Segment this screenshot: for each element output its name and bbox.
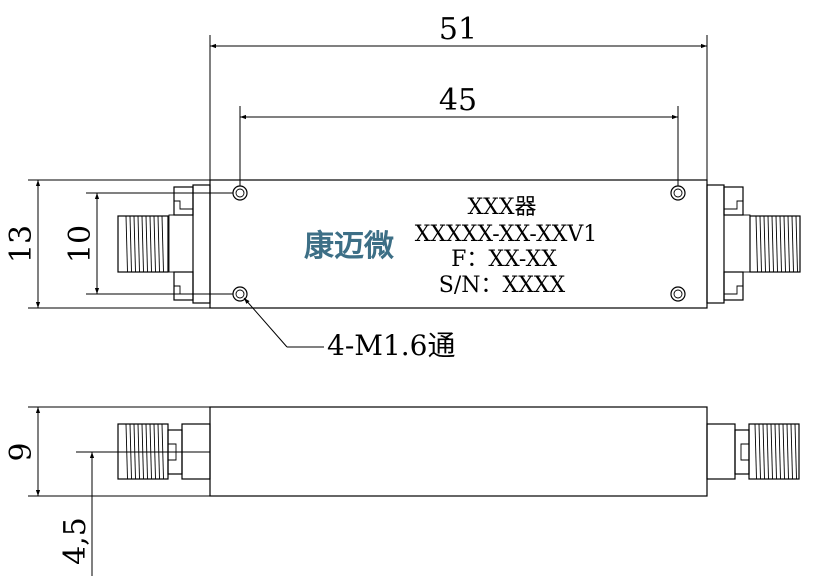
- top-view: 51 45 13 10 康迈微 XXX器 XXXXX-XX-XXV: [4, 12, 801, 362]
- thread-line: [137, 215, 140, 273]
- label-line1: XXX器: [468, 195, 537, 220]
- thread-line: [763, 215, 766, 273]
- thread-line: [794, 423, 797, 480]
- left-flange: [168, 184, 211, 304]
- dim-45-label: 45: [439, 83, 477, 118]
- thread-line: [133, 215, 136, 273]
- side-body: [209, 406, 708, 497]
- thread-line: [790, 423, 793, 480]
- thread-line: [782, 423, 785, 480]
- thread-line: [755, 215, 758, 273]
- label-line3: F：XX-XX: [451, 247, 557, 272]
- thread-line: [758, 423, 761, 480]
- left-connector: [117, 215, 169, 273]
- label-line4: S/N：XXXX: [439, 273, 566, 298]
- hole-bottom-right: [670, 286, 686, 302]
- thread-line: [787, 215, 790, 273]
- thread-line: [129, 215, 132, 273]
- right-flange: [706, 184, 751, 304]
- thread-line: [791, 215, 794, 273]
- thread-line: [754, 423, 757, 480]
- thread-line: [149, 215, 152, 273]
- hole-top-left: [232, 185, 248, 201]
- thread-line: [778, 423, 781, 480]
- thread-line: [770, 423, 773, 480]
- thread-line: [145, 215, 148, 273]
- thread-line: [786, 423, 789, 480]
- dim-4-5: 4,5: [58, 451, 210, 576]
- thread-line: [153, 215, 156, 273]
- brand-logo: 康迈微: [304, 229, 394, 264]
- hole-top-right: [670, 185, 686, 201]
- thread-line: [779, 215, 782, 273]
- thread-line: [759, 215, 762, 273]
- thread-line: [157, 215, 160, 273]
- dim-45: 45: [239, 83, 679, 186]
- right-connector: [749, 215, 801, 273]
- dim-9: 9: [4, 406, 210, 497]
- hole-callout-label: 4-M1.6通: [327, 329, 455, 362]
- dim-51: 51: [209, 12, 708, 180]
- dim-10: 10: [63, 192, 233, 295]
- dim-13-label: 13: [4, 225, 39, 263]
- thread-line: [766, 423, 769, 480]
- dim-10-label: 10: [63, 225, 98, 263]
- thread-line: [795, 215, 798, 273]
- label-line2: XXXXX-XX-XXV1: [415, 222, 598, 247]
- product-label: XXX器 XXXXX-XX-XXV1 F：XX-XX S/N：XXXX: [415, 195, 598, 298]
- thread-line: [771, 215, 774, 273]
- thread-line: [775, 215, 778, 273]
- thread-line: [767, 215, 770, 273]
- hole-callout: 4-M1.6通: [243, 297, 455, 362]
- thread-line: [783, 215, 786, 273]
- dim-9-label: 9: [4, 442, 39, 461]
- thread-line: [774, 423, 777, 480]
- side-view: 9 4,5: [4, 406, 800, 576]
- side-right-connector: [706, 423, 800, 480]
- thread-line: [762, 423, 765, 480]
- thread-line: [161, 215, 164, 273]
- dim-51-label: 51: [439, 12, 477, 47]
- thread-line: [125, 215, 128, 273]
- dim-13: 13: [4, 179, 210, 309]
- dim-4-5-label: 4,5: [58, 517, 93, 565]
- thread-line: [141, 215, 144, 273]
